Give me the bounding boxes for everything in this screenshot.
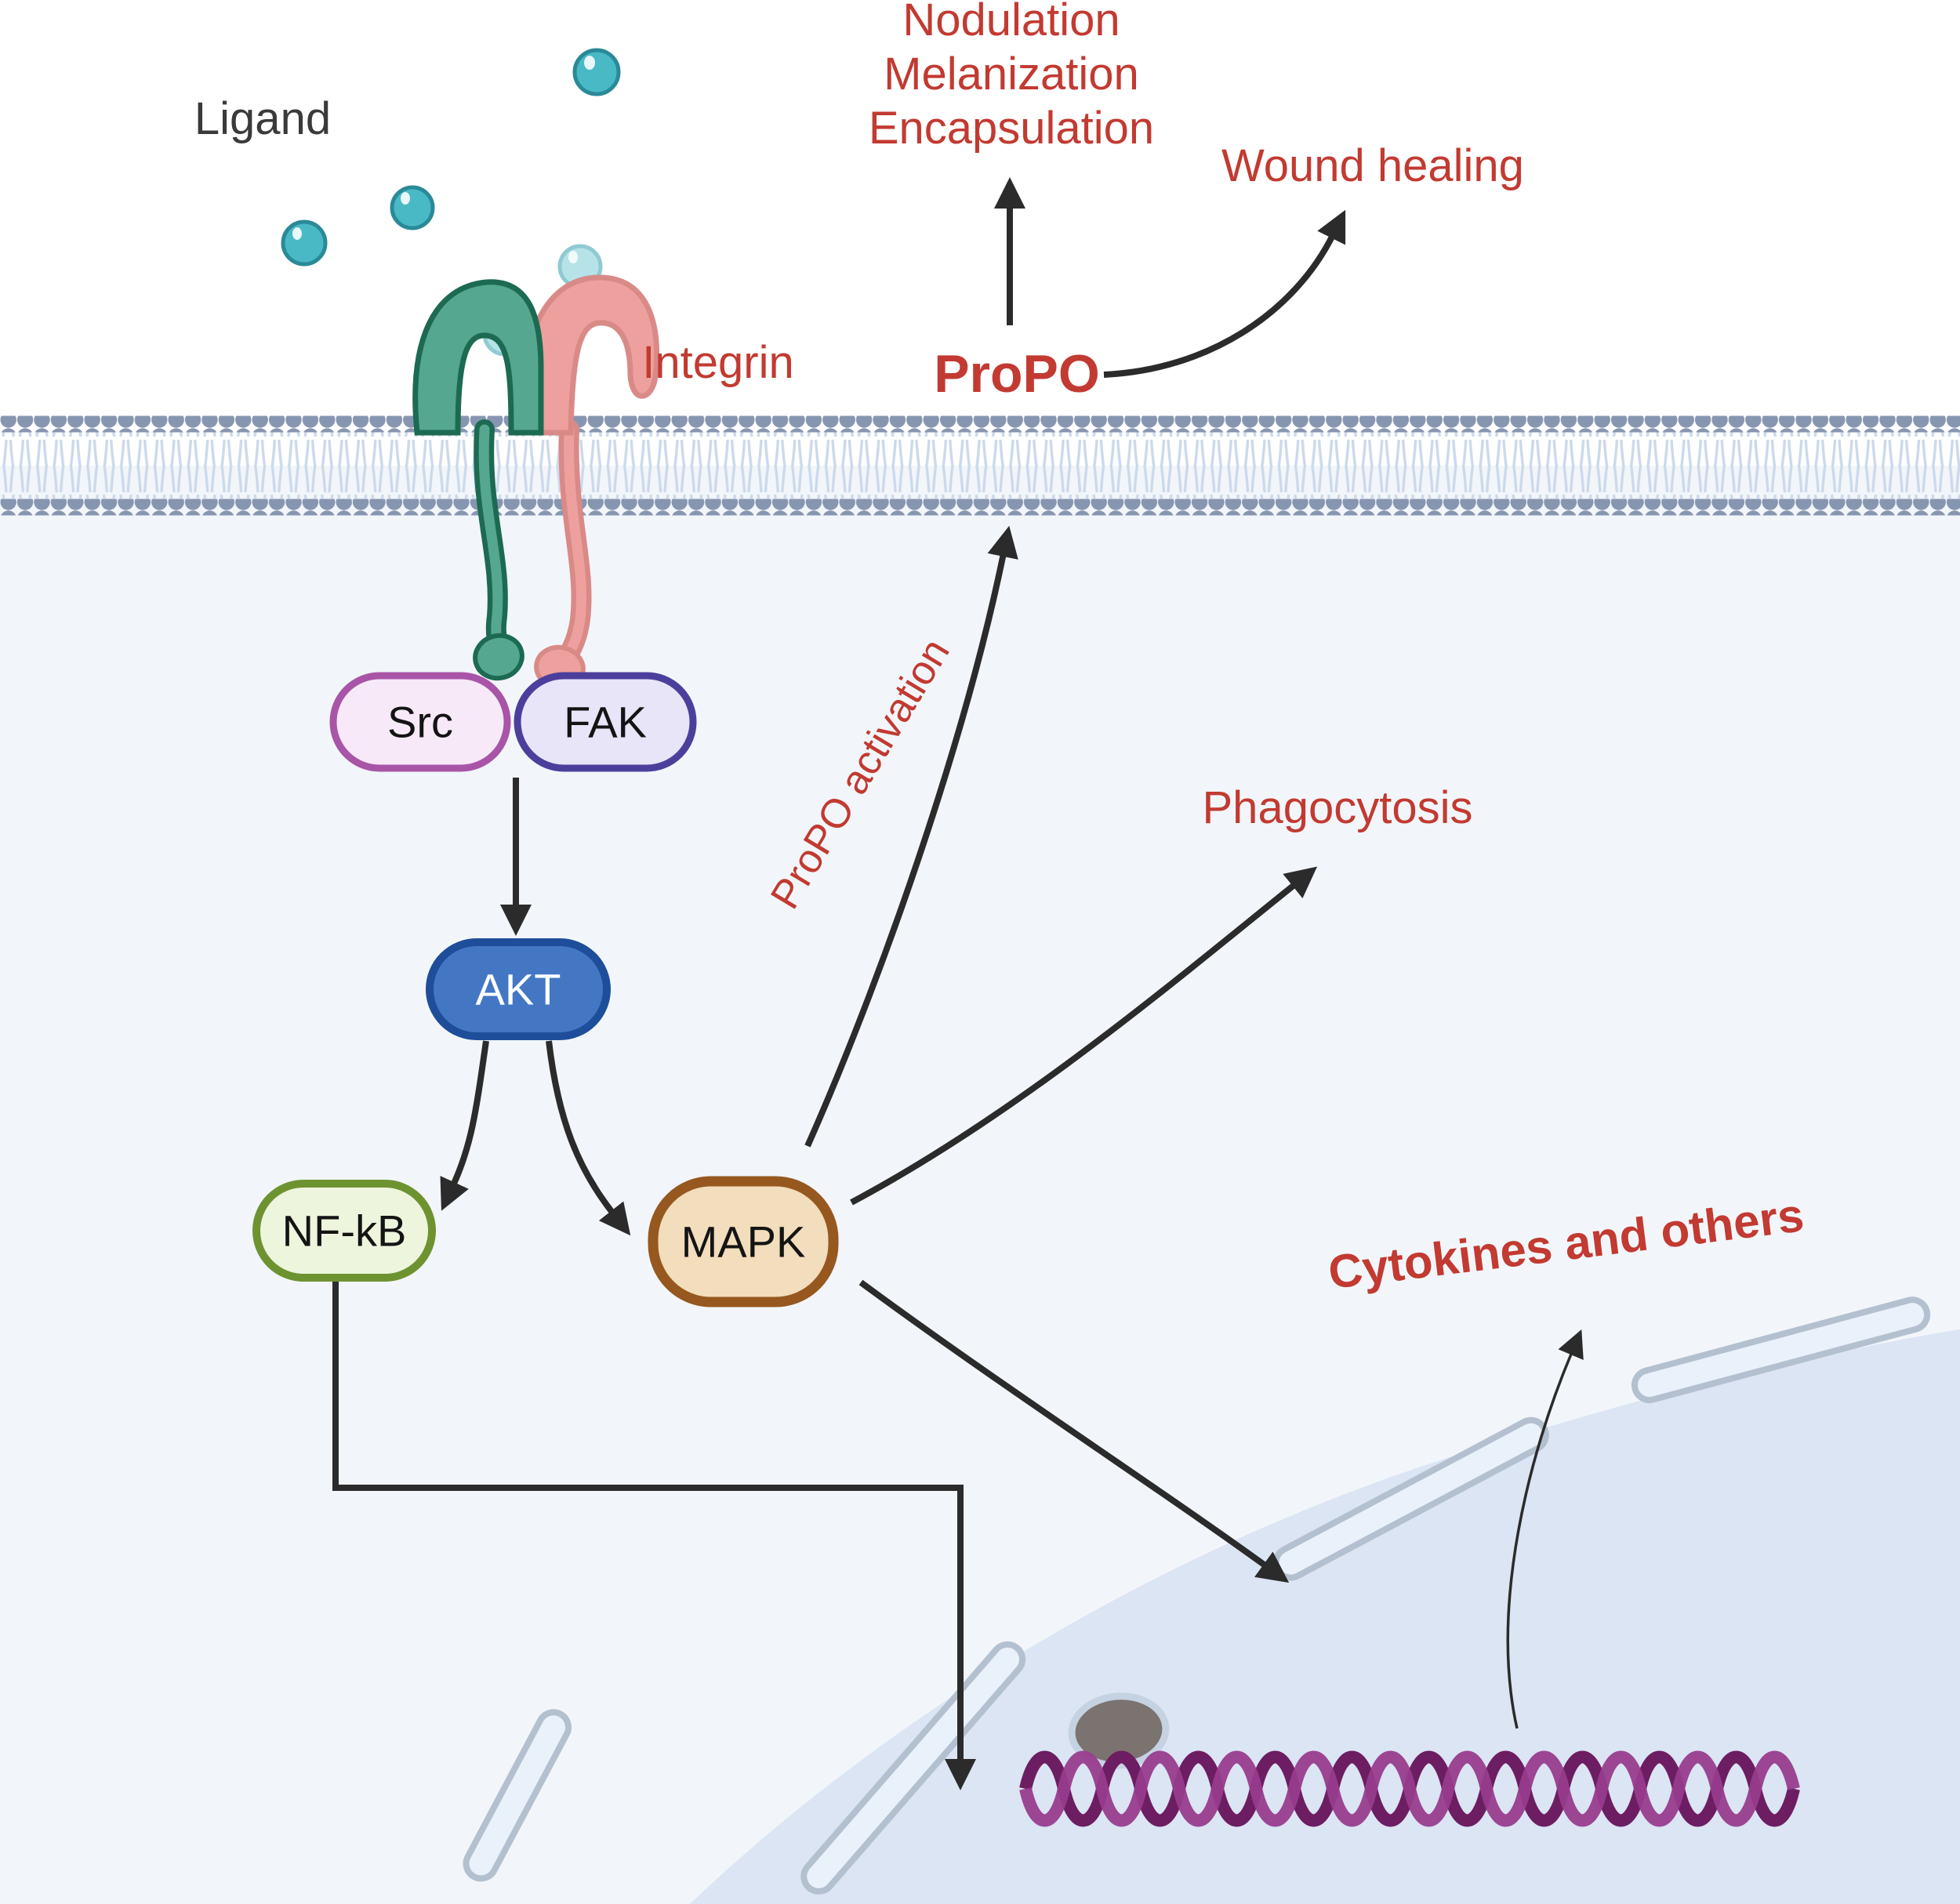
fak-node bbox=[514, 672, 697, 772]
arrow-nucleus-to-cytokines bbox=[1506, 1329, 1584, 1729]
integrin-receptor bbox=[412, 274, 660, 691]
src-label: Src bbox=[387, 698, 453, 747]
fak-label: FAK bbox=[564, 698, 647, 747]
wound-healing-label: Wound healing bbox=[1221, 140, 1524, 191]
integrin-label: Integrin bbox=[642, 337, 793, 388]
ligand-highlight bbox=[568, 251, 578, 263]
arrow-propo-to-wound-healing bbox=[1103, 209, 1346, 378]
integrin-alpha-head bbox=[412, 279, 544, 436]
output-nodulation-label: Nodulation bbox=[902, 0, 1120, 45]
integrin-alpha-foot bbox=[473, 633, 524, 681]
ligand-circle bbox=[572, 48, 621, 96]
akt-label: AKT bbox=[476, 965, 561, 1014]
dna-strand-light bbox=[1019, 1750, 1800, 1827]
arrow-mapk-to-phagocytosis bbox=[850, 866, 1318, 1206]
arrow-akt-to-mapk bbox=[546, 1040, 631, 1236]
membrane-heads-top bbox=[0, 415, 1960, 433]
signaling-nodes: Src FAK AKT NF-kB MAPK bbox=[252, 672, 839, 1307]
arrow-mapk-to-nucleus bbox=[858, 1279, 1290, 1583]
ligand-circle bbox=[390, 185, 435, 230]
arrow-akt-to-nfkb bbox=[440, 1040, 489, 1211]
nucleolus bbox=[1068, 1692, 1170, 1769]
nfkb-node bbox=[252, 1180, 436, 1282]
nfkb-label: NF-kB bbox=[282, 1206, 407, 1256]
output-encapsulation-label: Encapsulation bbox=[869, 103, 1154, 154]
akt-node bbox=[426, 938, 611, 1040]
dna-helix bbox=[1019, 1750, 1800, 1827]
mapk-node bbox=[648, 1176, 839, 1307]
ligand-highlight bbox=[292, 227, 302, 240]
ligand-label: Ligand bbox=[194, 93, 331, 144]
src-node bbox=[329, 672, 511, 772]
membrane-tails-lower bbox=[0, 466, 1960, 499]
membrane-tails-upper bbox=[0, 432, 1960, 466]
envelope-segment bbox=[1631, 1297, 1931, 1404]
ligand-highlight bbox=[401, 192, 410, 205]
ligand-highlight bbox=[584, 56, 595, 70]
ligand-circle bbox=[281, 219, 328, 267]
propo-label: ProPO bbox=[934, 344, 1100, 404]
phagocytosis-label: Phagocytosis bbox=[1203, 782, 1473, 833]
plasma-membrane bbox=[0, 415, 1960, 516]
membrane-heads-bottom bbox=[0, 499, 1960, 516]
nucleus bbox=[690, 1329, 1960, 1904]
envelope-segment bbox=[800, 1641, 1026, 1895]
arrow-nfkb-to-nucleus bbox=[332, 1278, 976, 1790]
arrow-mapk-to-membrane-propo bbox=[804, 525, 1018, 1148]
integrin-beta-leg bbox=[559, 424, 587, 669]
output-melanization-label: Melanization bbox=[884, 49, 1139, 100]
pathway-arrows bbox=[332, 177, 1584, 1790]
mapk-label: MAPK bbox=[681, 1217, 806, 1267]
integrin-beta-head bbox=[520, 274, 660, 436]
envelope-segment bbox=[463, 1709, 572, 1882]
